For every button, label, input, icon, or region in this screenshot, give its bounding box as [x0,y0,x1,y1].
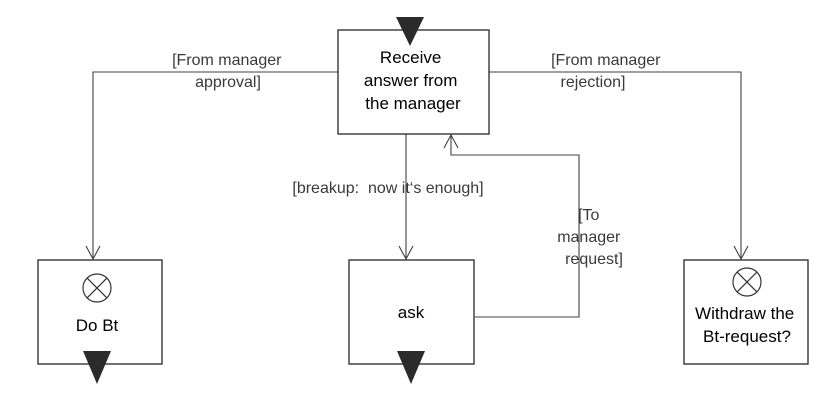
node-do-bt-label: Do Bt [76,316,119,335]
node-receive-box [337,29,490,135]
call-behavior-icon [732,267,762,297]
edge-label-breakup: [breakup: now it‘s enough] [292,180,483,197]
node-ask-label: ask [398,303,425,322]
node-receive-label: Receive answer from the manager [364,48,462,113]
arrowhead-do-bt [85,245,101,261]
arrowhead-withdraw [733,245,749,261]
edge-approval [92,71,338,259]
call-behavior-icon [82,273,112,303]
end-marker-icon [397,351,425,384]
edge-label-rejection: [From manager rejection] [551,52,665,91]
node-ask-box [348,259,475,365]
arrowhead-ask [398,245,414,261]
node-withdraw: Withdraw the Bt-request? [683,259,809,365]
end-marker-icon [83,351,111,384]
node-ask: ask [348,259,475,384]
arrowhead-receive [443,133,459,149]
edge-rejection [489,71,742,259]
edge-label-to-manager: [To manager request] [557,207,625,268]
node-do-bt: Do Bt [37,259,163,384]
node-withdraw-label: Withdraw the Bt-request? [695,304,799,346]
node-receive-answer: Receive answer from the manager [337,17,490,135]
edge-label-approval: [From manager approval] [172,52,286,91]
start-marker-icon [396,17,424,46]
edge-to-manager [450,135,580,318]
